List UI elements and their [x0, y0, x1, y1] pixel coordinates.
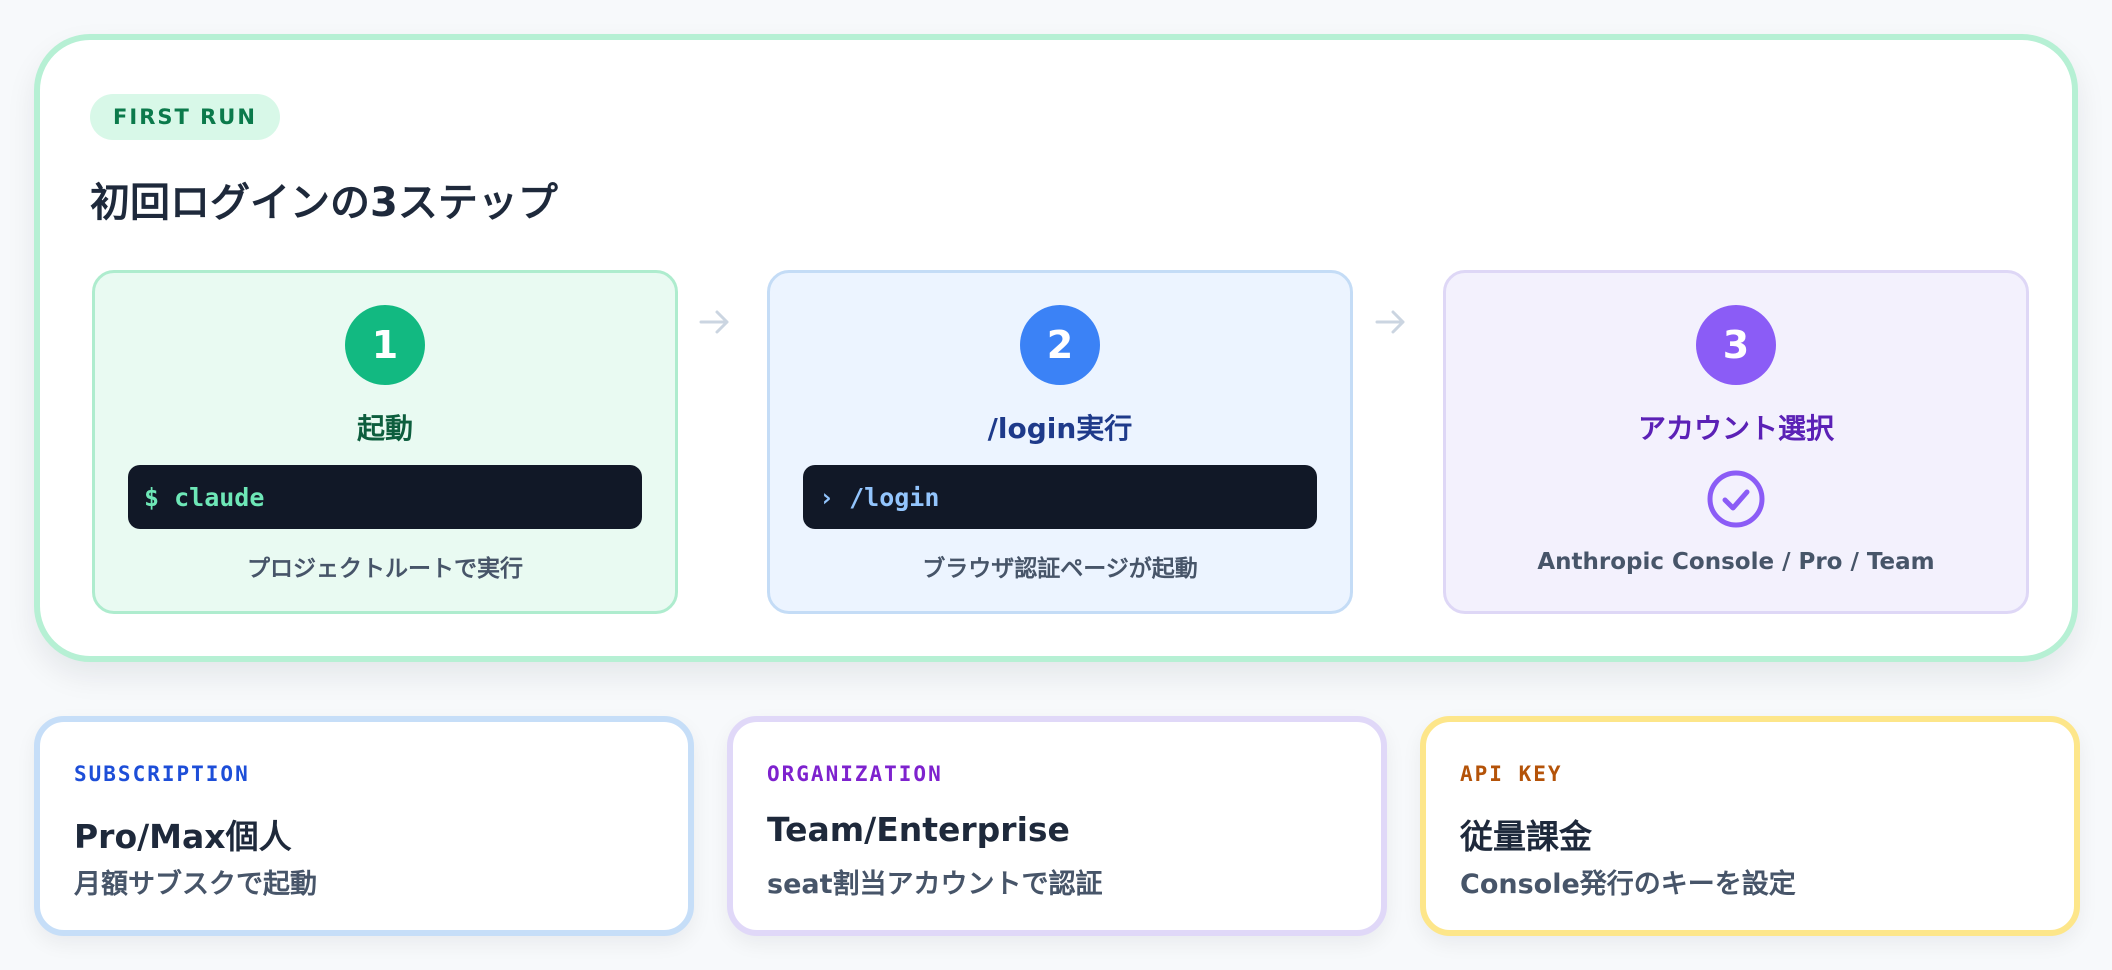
first-run-badge: FIRST RUN	[90, 94, 280, 140]
card-description: seat割当アカウントで認証	[767, 869, 1103, 900]
card-tag: SUBSCRIPTION	[74, 762, 250, 786]
card-title: Pro/Max個人	[74, 817, 292, 856]
terminal-command: › /login	[803, 465, 1317, 529]
panel-title: 初回ログインの3ステップ	[90, 180, 558, 226]
organization-card: ORGANIZATION Team/Enterprise seat割当アカウント…	[727, 716, 1387, 936]
card-title: 従量課金	[1460, 817, 1592, 856]
step-title: 起動	[356, 412, 413, 445]
card-title: Team/Enterprise	[767, 810, 1070, 849]
card-tag: ORGANIZATION	[767, 762, 943, 786]
step-card-launch: 1 起動 $ claude プロジェクトルートで実行	[92, 270, 678, 614]
step-number-badge: 3	[1696, 305, 1776, 385]
terminal-command: $ claude	[128, 465, 642, 529]
step-number-badge: 2	[1020, 305, 1100, 385]
step-card-account: 3 アカウント選択 Anthropic Console / Pro / Team	[1443, 270, 2029, 614]
arrow-right-icon	[1375, 310, 1405, 334]
arrow-right-icon	[699, 310, 729, 334]
step-card-login: 2 /login実行 › /login ブラウザ認証ページが起動	[767, 270, 1353, 614]
card-tag: API KEY	[1460, 762, 1563, 786]
card-description: 月額サブスクで起動	[74, 869, 317, 900]
first-run-panel: FIRST RUN 初回ログインの3ステップ 1 起動 $ claude プロジ…	[34, 34, 2078, 662]
api-key-card: API KEY 従量課金 Console発行のキーを設定	[1420, 716, 2080, 936]
check-circle-icon	[1707, 470, 1765, 528]
subscription-card: SUBSCRIPTION Pro/Max個人 月額サブスクで起動	[34, 716, 694, 936]
step-caption: プロジェクトルートで実行	[247, 556, 523, 582]
card-description: Console発行のキーを設定	[1460, 869, 1796, 900]
step-number-badge: 1	[345, 305, 425, 385]
step-caption: Anthropic Console / Pro / Team	[1537, 549, 1935, 575]
step-title: /login実行	[987, 412, 1133, 445]
step-title: アカウント選択	[1637, 412, 1834, 445]
step-caption: ブラウザ認証ページが起動	[922, 556, 1198, 582]
